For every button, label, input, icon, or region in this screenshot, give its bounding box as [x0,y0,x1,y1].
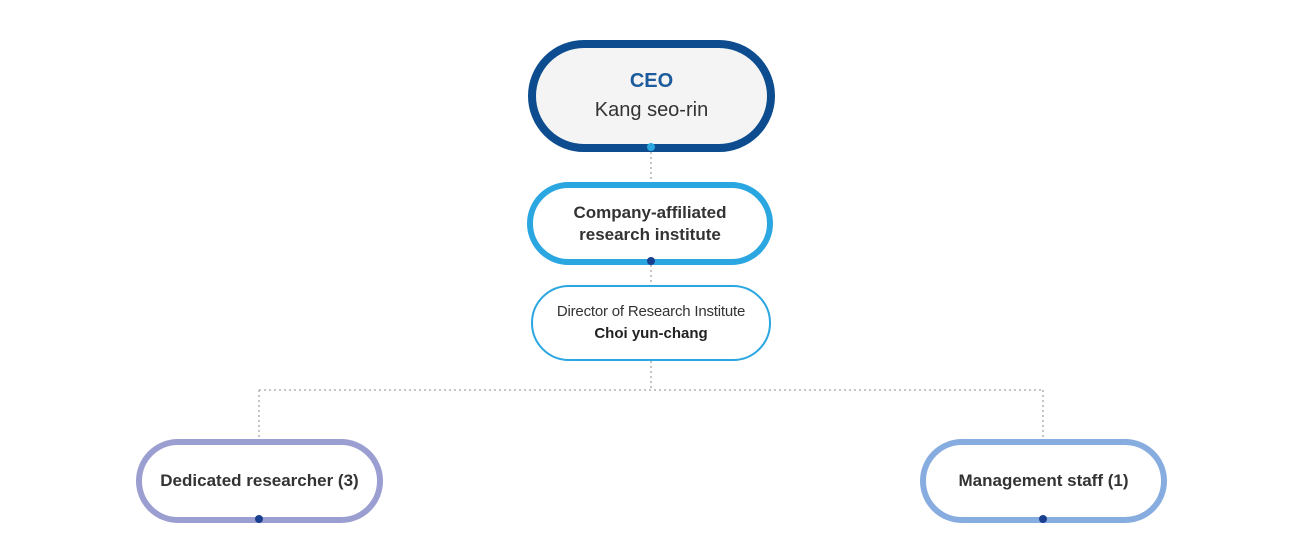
director-name: Choi yun-chang [594,325,708,342]
ceo-title: CEO [629,70,674,92]
ceo-name: Kang seo-rin [594,99,709,121]
ceo-bottom-dot [647,143,655,151]
institute-bottom-dot [647,257,655,265]
researcher-node: Dedicated researcher (3) [136,439,383,523]
institute-node: Company-affiliated research institute [527,182,773,265]
staff-label: Management staff (1) [958,471,1129,490]
staff-bottom-dot [1039,515,1047,523]
ceo-node: CEO Kang seo-rin [528,40,775,152]
director-node: Director of Research Institute Choi yun-… [531,285,771,361]
institute-label: Company-affiliated research institute [573,202,727,244]
researcher-bottom-dot [255,515,263,523]
researcher-label: Dedicated researcher (3) [160,471,359,490]
director-title: Director of Research Institute [556,303,746,320]
